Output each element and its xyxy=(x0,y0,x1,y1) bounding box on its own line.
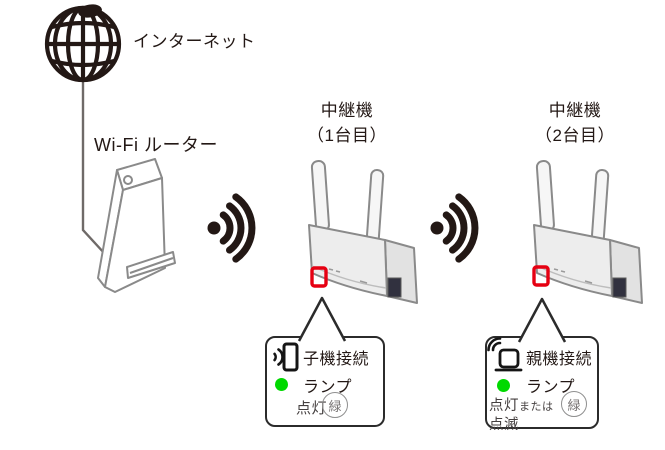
router-label: Wi-Fi ルーター xyxy=(94,135,218,155)
repeater-1-title: 中継機 xyxy=(320,101,374,120)
parent-device-signal-icon xyxy=(487,337,523,372)
router-illustration xyxy=(97,158,176,293)
parent-lamp-color-badge: 緑 xyxy=(561,391,587,417)
child-lamp-color-badge: 緑 xyxy=(322,392,348,418)
repeater-2-title: 中継機 xyxy=(548,101,602,120)
wifi-signal-icon xyxy=(207,193,256,263)
child-lamp-name-line1: 子機接続 xyxy=(303,351,370,368)
child-lamp-name-line2: ランプ xyxy=(303,379,353,396)
parent-lamp-state-line1: 点灯または xyxy=(489,394,554,415)
repeater-2-label: 中継機 （2台目） xyxy=(527,99,623,148)
child-lamp-led-dot xyxy=(275,378,288,391)
led-highlight-box xyxy=(310,266,328,288)
child-lamp-callout-pointer xyxy=(297,296,347,342)
child-device-signal-icon xyxy=(273,342,299,372)
parent-lamp-state-main: 点灯 xyxy=(489,398,519,414)
parent-lamp-state-line2: 点滅 xyxy=(489,417,519,433)
parent-lamp-led-dot xyxy=(497,379,510,392)
wifi-signal-icon xyxy=(430,193,479,263)
internet-label: インターネット xyxy=(133,32,256,51)
repeater-1-illustration xyxy=(308,160,418,304)
internet-globe-icon xyxy=(44,4,122,83)
internet-cable xyxy=(81,80,106,255)
repeater-2-subtitle: （2台目） xyxy=(535,125,615,145)
parent-lamp-state-suffix: または xyxy=(519,401,554,413)
parent-lamp-name-line1: 親機接続 xyxy=(526,351,593,368)
child-lamp-state: 点灯 xyxy=(296,400,328,417)
repeater-1-label: 中継機 （1台目） xyxy=(299,99,395,148)
parent-lamp-name-line2: ランプ xyxy=(526,379,576,396)
led-highlight-box xyxy=(532,265,550,287)
repeater-2-illustration xyxy=(532,160,643,304)
repeater-1-subtitle: （1台目） xyxy=(307,125,387,145)
parent-lamp-callout-pointer xyxy=(517,297,567,343)
